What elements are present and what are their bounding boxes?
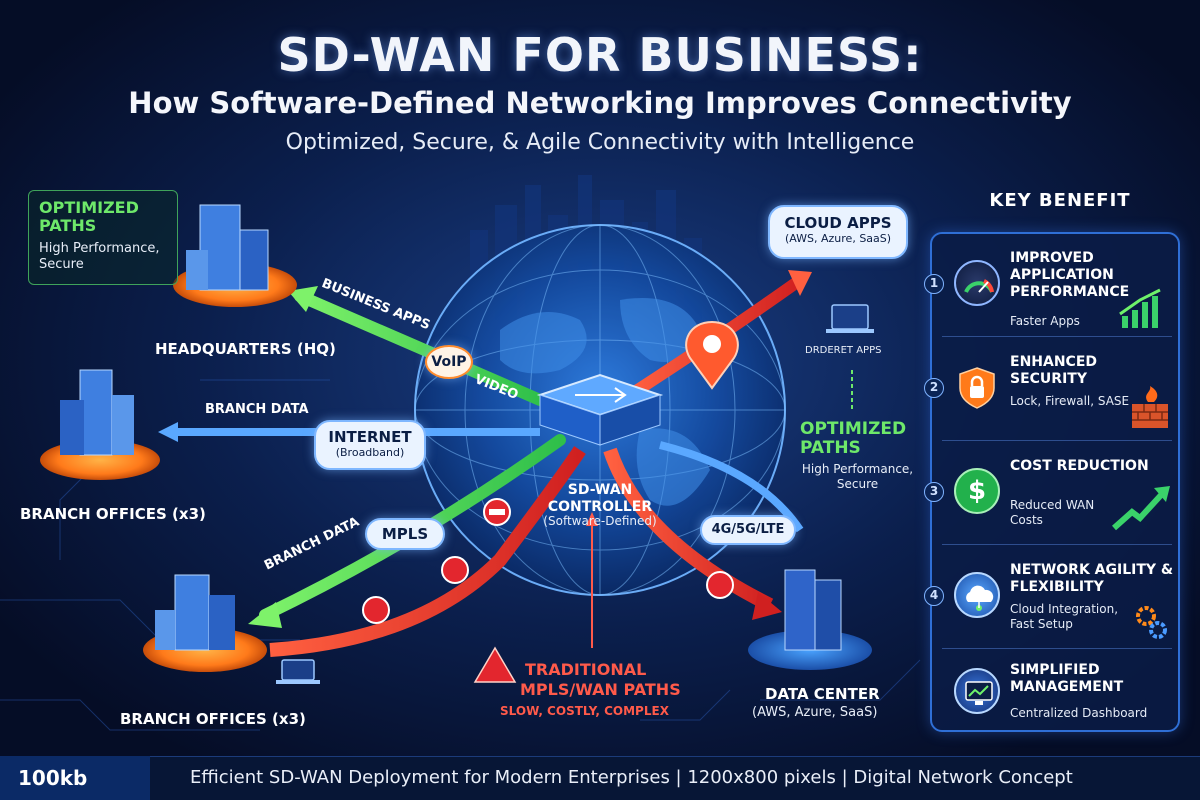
optimized-paths-desc-right: High Performance, Secure bbox=[801, 462, 914, 491]
optimized-paths-title-right: OPTIMIZED PATHS bbox=[800, 419, 907, 458]
sd-wan-controller-label: SD-WAN CONTROLLER bbox=[547, 482, 653, 515]
traditional-warning-line1: TRADITIONAL bbox=[525, 660, 647, 679]
page-tagline: Optimized, Secure, & Agile Connectivity … bbox=[285, 130, 915, 155]
benefit-description: Reduced WAN Costs bbox=[1010, 498, 1095, 527]
speedometer-icon bbox=[954, 260, 1000, 306]
gears-icon bbox=[1136, 606, 1167, 639]
footer-bar bbox=[0, 756, 1200, 800]
cloud-apps-sub: (AWS, Azure, SaaS) bbox=[784, 232, 892, 245]
voip-badge: VoIP bbox=[425, 345, 473, 379]
benefit-item: SIMPLIFIED MANAGEMENT Centralized Dashbo… bbox=[932, 644, 1182, 734]
benefit-divider bbox=[942, 544, 1172, 545]
internet-sub: (Broadband) bbox=[335, 446, 405, 459]
cloud-apps-caption: DRDERET APPS bbox=[805, 345, 882, 356]
benefit-heading: COST REDUCTION bbox=[1010, 458, 1149, 474]
dollar-icon: $ bbox=[954, 468, 1000, 514]
traditional-warning-line3: SLOW, COSTLY, COMPLEX bbox=[500, 704, 669, 718]
optimized-paths-title: OPTIMIZED PATHS bbox=[39, 198, 139, 235]
cloud-apps-title: CLOUD APPS bbox=[784, 214, 892, 232]
branch-offices-bottom-label: BRANCH OFFICES (x3) bbox=[120, 710, 306, 728]
trend-up-arrow-icon bbox=[1112, 486, 1170, 531]
key-benefit-title: KEY BENEFIT bbox=[989, 190, 1131, 211]
data-center-label: DATA CENTER bbox=[765, 685, 880, 703]
benefit-description: Cloud Integration, Fast Setup bbox=[1010, 602, 1119, 631]
benefit-number: 4 bbox=[924, 586, 944, 606]
cellular-node: 4G/5G/LTE bbox=[700, 515, 796, 545]
branch-data-top-label: BRANCH DATA bbox=[205, 402, 309, 417]
footer-caption: Efficient SD-WAN Deployment for Modern E… bbox=[190, 767, 1073, 788]
sd-wan-controller-sub: (Software-Defined) bbox=[543, 514, 657, 528]
benefit-description: Centralized Dashboard bbox=[1010, 706, 1148, 720]
benefit-number: 3 bbox=[924, 482, 944, 502]
page-title: SD-WAN FOR BUSINESS: bbox=[277, 28, 923, 82]
page-subtitle: How Software-Defined Networking Improves… bbox=[128, 86, 1072, 120]
benefit-heading: SIMPLIFIED MANAGEMENT bbox=[1010, 662, 1124, 695]
optimized-paths-callout-left: OPTIMIZED PATHS High Performance, Secure bbox=[28, 190, 178, 285]
cloud-network-icon bbox=[954, 572, 1000, 618]
benefit-number: 2 bbox=[924, 378, 944, 398]
benefit-item: 2 ENHANCED SECURITY Lock, Firewall, SASE bbox=[924, 338, 1182, 438]
benefit-heading: NETWORK AGILITY & FLEXIBILITY bbox=[1010, 562, 1174, 595]
benefit-heading: ENHANCED SECURITY bbox=[1010, 354, 1098, 387]
headquarters-label: HEADQUARTERS (HQ) bbox=[155, 340, 336, 358]
benefit-divider bbox=[942, 440, 1172, 441]
benefit-number: 1 bbox=[924, 274, 944, 294]
benefit-description: Lock, Firewall, SASE bbox=[1010, 394, 1130, 408]
benefit-item: 3 $ COST REDUCTION Reduced WAN Costs bbox=[924, 442, 1182, 542]
dashboard-icon bbox=[954, 668, 1000, 714]
benefit-heading: IMPROVED APPLICATION PERFORMANCE bbox=[1010, 250, 1130, 300]
benefit-item: 4 NETWORK AGILITY & FLEXIBILITY Cloud In… bbox=[924, 546, 1182, 646]
growth-chart-icon bbox=[1119, 288, 1161, 328]
benefit-description: Faster Apps bbox=[1010, 314, 1080, 328]
internet-title: INTERNET bbox=[328, 428, 412, 446]
internet-node: INTERNET (Broadband) bbox=[314, 420, 426, 470]
traditional-warning-line2: MPLS/WAN PATHS bbox=[520, 680, 681, 699]
optimized-paths-desc: High Performance, Secure bbox=[39, 241, 160, 272]
shield-lock-icon bbox=[954, 364, 1000, 410]
data-center-sub: (AWS, Azure, SaaS) bbox=[752, 705, 878, 720]
firewall-icon bbox=[1132, 386, 1168, 428]
cloud-apps-node: CLOUD APPS (AWS, Azure, SaaS) bbox=[768, 205, 908, 259]
file-size-text: 100kb bbox=[18, 766, 88, 790]
mpls-node: MPLS bbox=[365, 518, 445, 550]
key-benefit-panel: 1 IMPROVED APPLICATION PERFORMANCE Faste… bbox=[924, 232, 1182, 734]
branch-offices-top-label: BRANCH OFFICES (x3) bbox=[20, 505, 206, 523]
file-size-tag: 100kb bbox=[0, 756, 150, 800]
benefit-divider bbox=[942, 336, 1172, 337]
benefit-divider bbox=[942, 648, 1172, 649]
benefit-item: 1 IMPROVED APPLICATION PERFORMANCE Faste… bbox=[924, 234, 1182, 334]
